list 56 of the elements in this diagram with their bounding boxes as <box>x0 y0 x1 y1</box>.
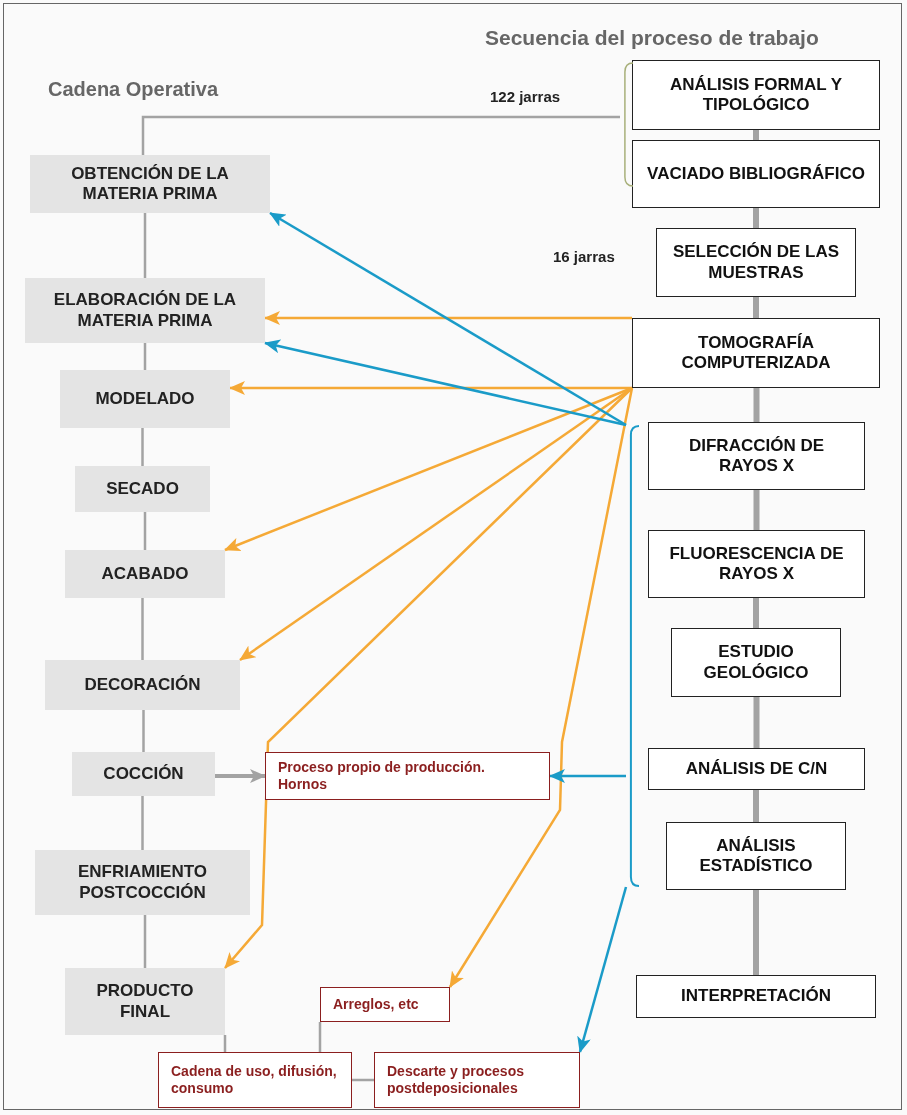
arrow <box>549 769 626 783</box>
note-box: Descarte y procesos postdeposicionales <box>374 1052 580 1108</box>
title: Secuencia del proceso de trabajo <box>485 26 819 50</box>
process-box: ELABORACIÓN DE LA MATERIA PRIMA <box>25 278 265 343</box>
count-label: 122 jarras <box>490 88 561 105</box>
process-box: TOMOGRAFÍA COMPUTERIZADA <box>632 318 880 388</box>
connector-line <box>753 790 759 822</box>
process-box: DIFRACCIÓN DE RAYOS X <box>648 422 865 490</box>
arrow <box>229 381 632 395</box>
connector-line <box>753 297 759 318</box>
connector-line <box>142 710 145 752</box>
process-box: MODELADO <box>60 370 230 428</box>
process-box: ENFRIAMIENTO POSTCOCCIÓN <box>35 850 250 915</box>
arrow <box>224 387 633 969</box>
connector-line <box>753 208 759 228</box>
arrow <box>215 769 266 783</box>
process-box: ESTUDIO GEOLÓGICO <box>671 628 841 697</box>
connector-line <box>141 598 144 660</box>
connector-line <box>143 213 147 278</box>
arrow <box>264 339 627 427</box>
process-box: DECORACIÓN <box>45 660 240 710</box>
connector-line <box>753 697 760 748</box>
arrow <box>448 387 634 988</box>
process-box: VACIADO BIBLIOGRÁFICO <box>632 140 880 208</box>
process-box: FLUORESCENCIA DE RAYOS X <box>648 530 865 598</box>
process-box: COCCIÓN <box>72 752 215 796</box>
connector-line <box>753 388 760 422</box>
connector-line <box>143 343 147 370</box>
arrow <box>264 311 632 325</box>
process-box: SELECCIÓN DE LAS MUESTRAS <box>656 228 856 297</box>
heading: Cadena Operativa <box>48 78 219 101</box>
connector-line <box>753 890 759 975</box>
process-box: ANÁLISIS FORMAL Y TIPOLÓGICO <box>632 60 880 130</box>
note-box: Arreglos, etc <box>320 987 450 1022</box>
process-box: INTERPRETACIÓN <box>636 975 876 1018</box>
connector-line <box>352 1078 374 1082</box>
connector-line <box>318 1022 322 1052</box>
connector-line <box>141 115 620 155</box>
process-box: ACABADO <box>65 550 225 598</box>
connector-line <box>753 130 759 140</box>
process-box: SECADO <box>75 466 210 512</box>
connector-line <box>143 512 147 550</box>
process-box: ANÁLISIS ESTADÍSTICO <box>666 822 846 890</box>
arrow <box>577 886 628 1053</box>
process-box: PRODUCTO FINAL <box>65 968 225 1035</box>
arrow <box>269 211 627 427</box>
process-box: OBTENCIÓN DE LA MATERIA PRIMA <box>30 155 270 213</box>
connector-line <box>753 490 760 530</box>
connector-line <box>753 598 759 628</box>
connector-line <box>143 915 147 968</box>
connector-line <box>141 428 144 466</box>
connector-line <box>141 796 144 850</box>
count-label: 16 jarras <box>553 248 615 265</box>
process-box: ANÁLISIS DE C/N <box>648 748 865 790</box>
note-box: Cadena de uso, difusión, consumo <box>158 1052 352 1108</box>
note-box: Proceso propio de producción. Hornos <box>265 752 550 800</box>
